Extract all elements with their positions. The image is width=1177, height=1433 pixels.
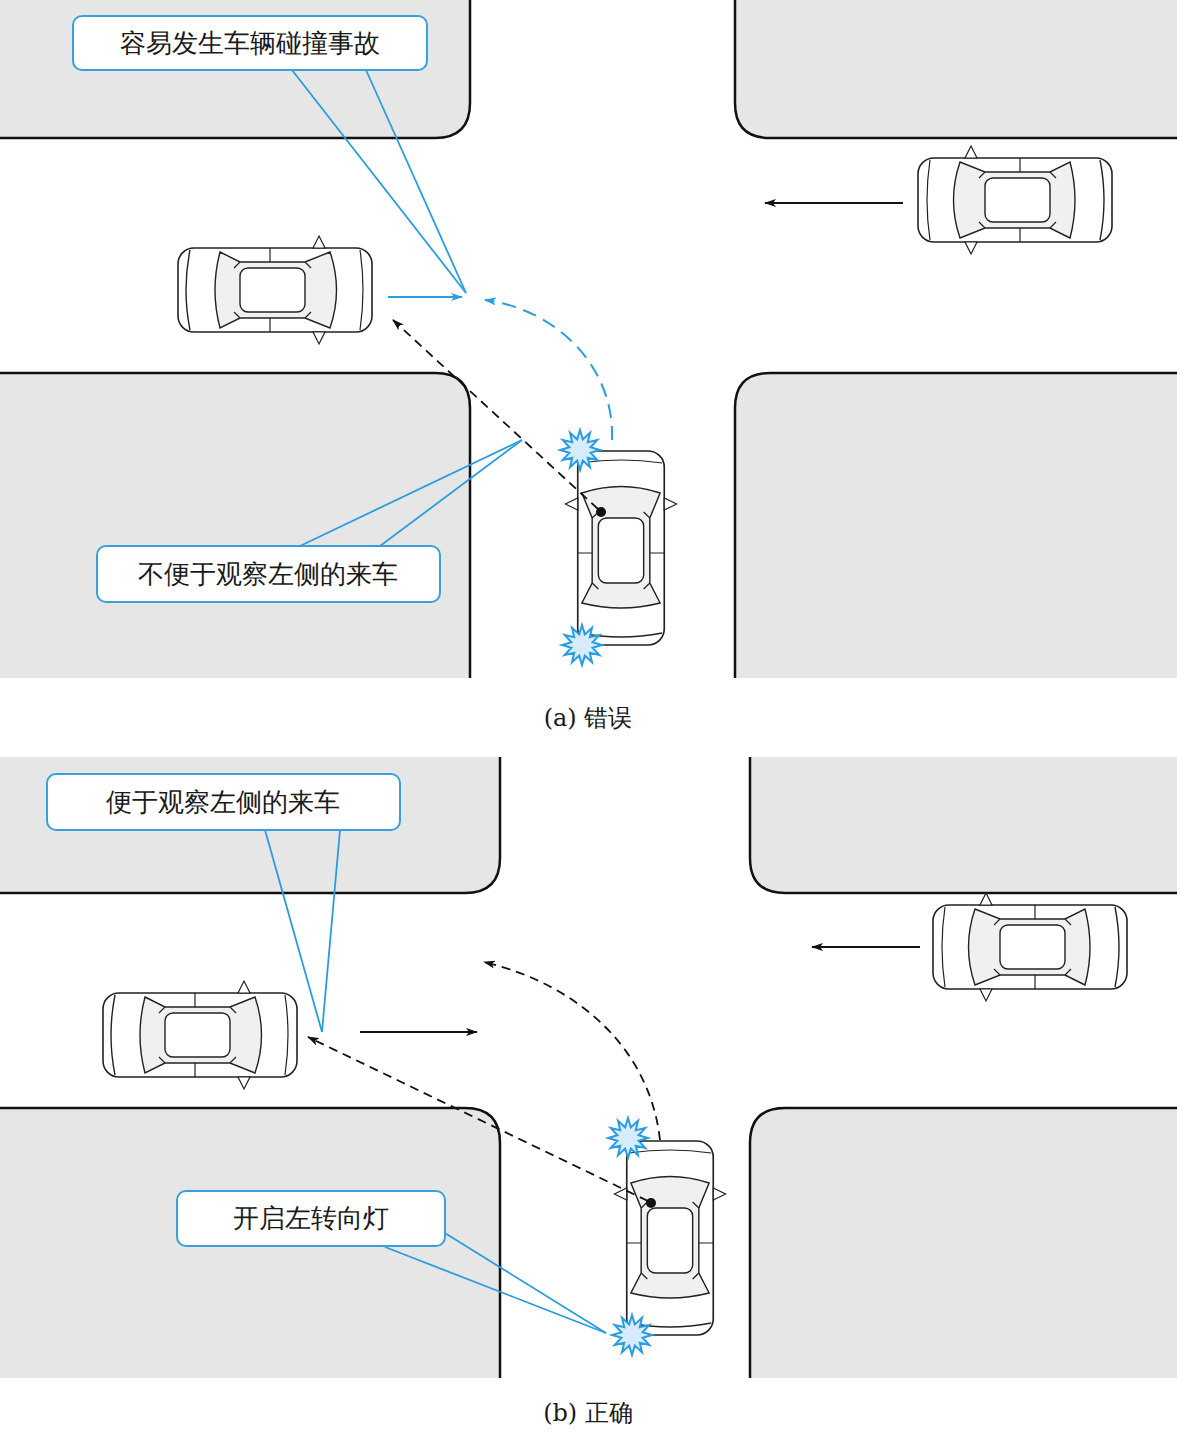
- car: [933, 893, 1127, 1001]
- callout-box: 便于观察左侧的来车: [46, 773, 401, 831]
- turn-signal: [562, 625, 602, 665]
- car: [918, 146, 1112, 254]
- road-block: [0, 0, 1177, 678]
- motion-arrow: [812, 946, 920, 948]
- callout-text: 容易发生车辆碰撞事故: [120, 26, 380, 61]
- leader-line: [292, 70, 522, 546]
- turn-signal: [608, 1118, 648, 1158]
- leader-line: [265, 830, 606, 1333]
- car: [103, 981, 297, 1089]
- callout-text: 开启左转向灯: [233, 1201, 389, 1236]
- motion-arrow: [360, 1031, 477, 1033]
- turn-signal: [612, 1315, 652, 1355]
- car: [565, 451, 676, 645]
- panel-caption: (a) 错误: [544, 702, 633, 734]
- callout-text: 便于观察左侧的来车: [106, 785, 340, 820]
- driver-dot: [646, 1198, 656, 1208]
- callout-text: 不便于观察左侧的来车: [138, 557, 398, 592]
- turn-signal: [560, 430, 600, 470]
- car: [178, 236, 372, 344]
- motion-arrow: [765, 202, 903, 204]
- road-block: [0, 757, 1177, 1378]
- car: [614, 1141, 725, 1335]
- turn-path: [485, 300, 612, 440]
- callout-box: 容易发生车辆碰撞事故: [72, 15, 428, 71]
- sight-line: [308, 1037, 648, 1201]
- motion-arrow: [388, 296, 462, 298]
- callout-box: 开启左转向灯: [176, 1190, 446, 1247]
- sight-line: [393, 320, 598, 509]
- turn-path: [484, 962, 660, 1140]
- panel-caption: (b) 正确: [543, 1397, 633, 1429]
- callout-box: 不便于观察左侧的来车: [96, 545, 441, 603]
